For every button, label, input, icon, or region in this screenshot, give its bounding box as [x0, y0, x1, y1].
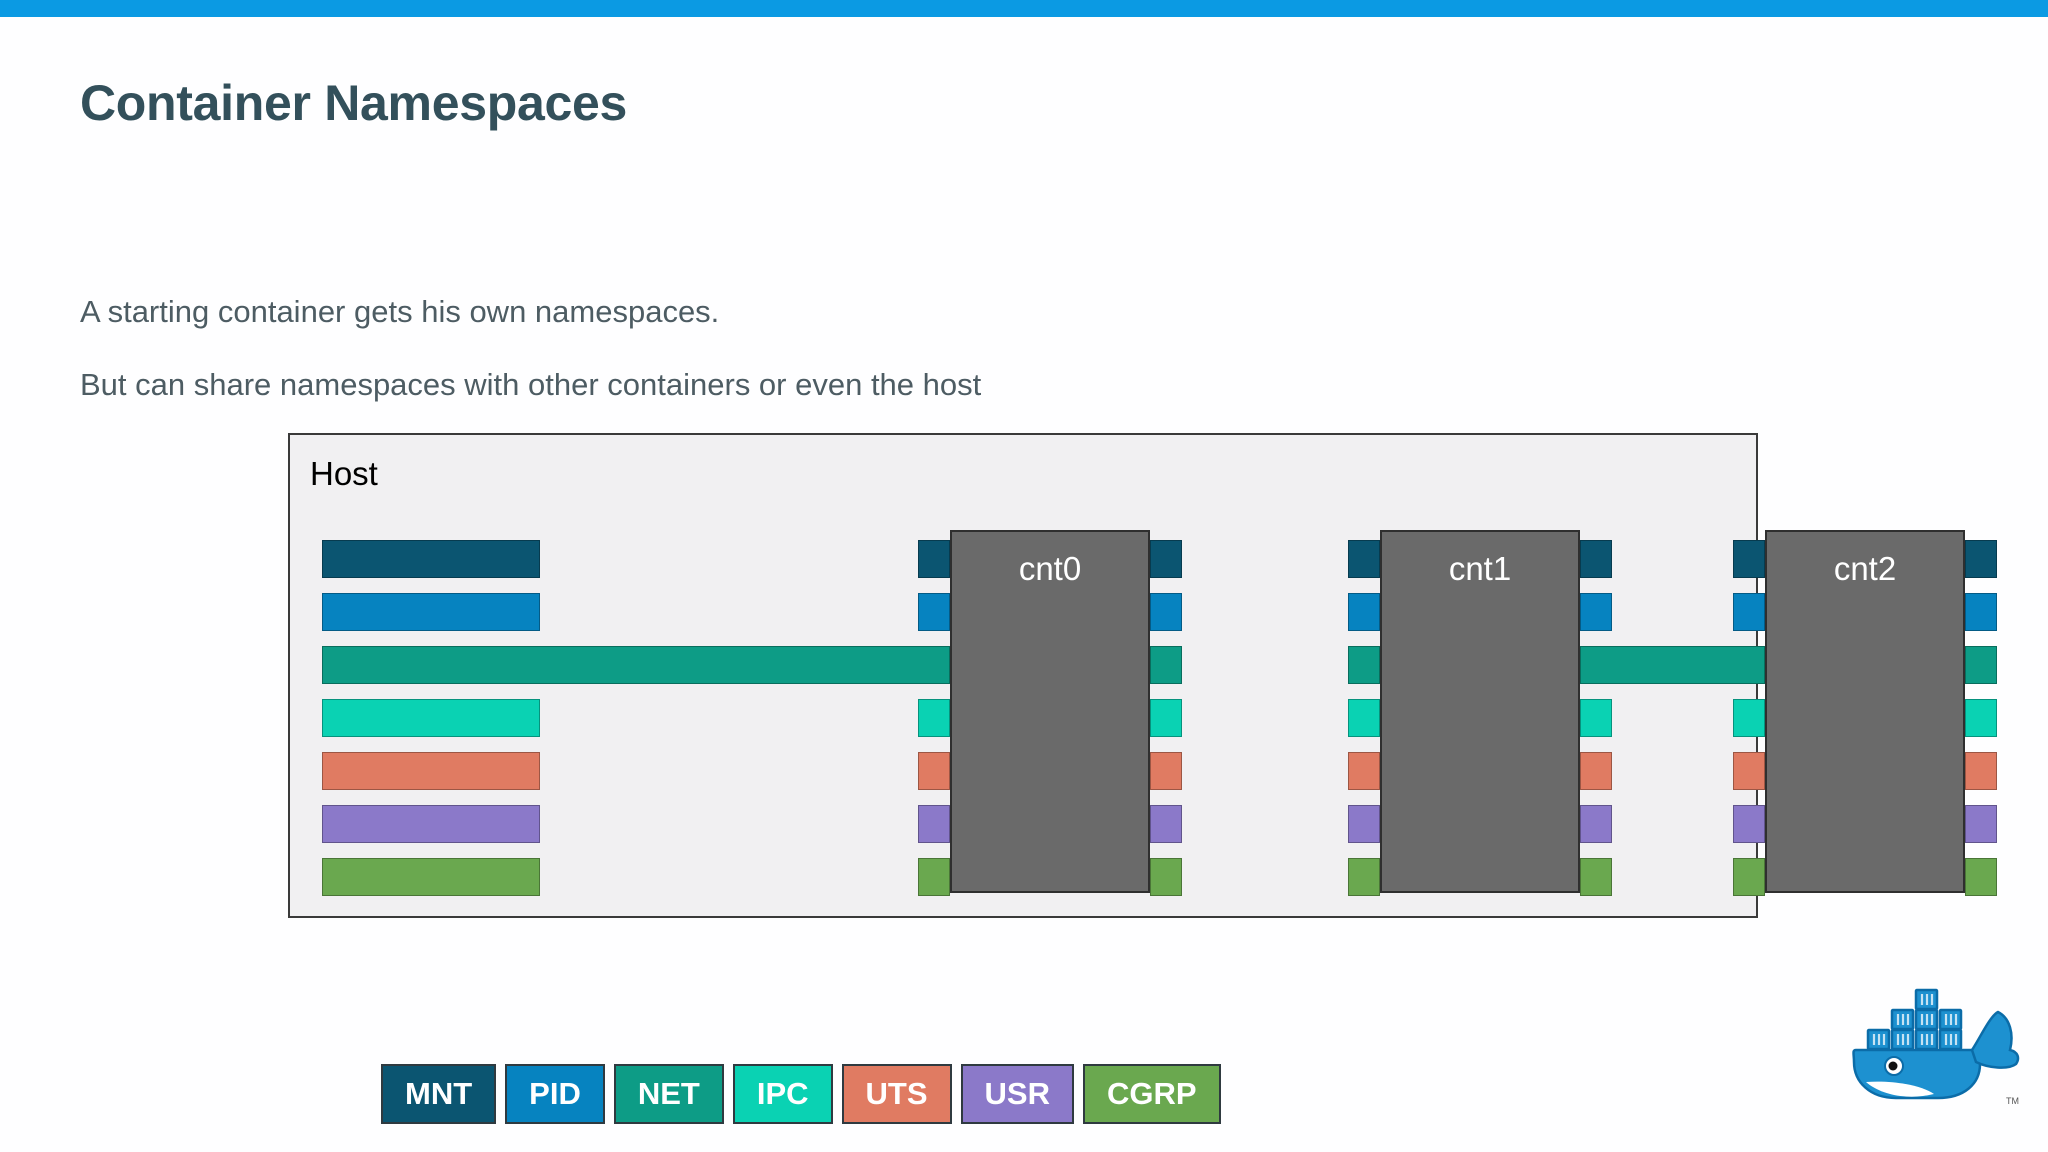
ns-segment-mnt-cnt2-right — [1965, 540, 1997, 578]
legend-item-pid[interactable]: PID — [505, 1064, 605, 1124]
ns-segment-cgrp-cnt2-right — [1965, 858, 1997, 896]
ns-segment-pid-host-block — [322, 593, 540, 631]
ns-segment-cgrp-cnt1-left — [1348, 858, 1380, 896]
body-line-2: But can share namespaces with other cont… — [80, 367, 982, 402]
trademark-text: TM — [2006, 1096, 2019, 1106]
ns-segment-pid-cnt1-right — [1580, 593, 1612, 631]
ns-segment-pid-cnt0-right — [1150, 593, 1182, 631]
container-box-cnt0[interactable]: cnt0 — [950, 530, 1150, 893]
ns-segment-net-cnt1-to-cnt2-bridge — [1580, 646, 1765, 684]
namespace-row-net — [290, 646, 1997, 684]
ns-segment-usr-cnt0-right — [1150, 805, 1182, 843]
ns-segment-pid-cnt1-left — [1348, 593, 1380, 631]
docker-whale-icon: TM — [1852, 988, 2020, 1106]
namespace-row-uts — [290, 752, 1997, 790]
ns-segment-cgrp-cnt0-left — [918, 858, 950, 896]
ns-segment-pid-cnt2-right — [1965, 593, 1997, 631]
ns-segment-mnt-cnt0-left — [918, 540, 950, 578]
ns-segment-ipc-cnt0-right — [1150, 699, 1182, 737]
ns-segment-usr-cnt2-right — [1965, 805, 1997, 843]
legend-item-mnt[interactable]: MNT — [381, 1064, 497, 1124]
ns-segment-uts-cnt0-left — [918, 752, 950, 790]
ns-segment-uts-cnt0-right — [1150, 752, 1182, 790]
ns-segment-cgrp-host-block — [322, 858, 540, 896]
ns-segment-ipc-cnt2-left — [1733, 699, 1765, 737]
ns-segment-usr-host-block — [322, 805, 540, 843]
ns-segment-uts-cnt2-right — [1965, 752, 1997, 790]
ns-segment-pid-cnt2-left — [1733, 593, 1765, 631]
ns-segment-ipc-host-block — [322, 699, 540, 737]
top-accent-bar — [0, 0, 2048, 17]
legend-item-ipc[interactable]: IPC — [732, 1064, 833, 1124]
namespace-row-ipc — [290, 699, 1997, 737]
ns-segment-cgrp-cnt1-right — [1580, 858, 1612, 896]
namespace-row-cgrp — [290, 858, 1997, 896]
namespace-row-mnt — [290, 540, 1997, 578]
ns-segment-ipc-cnt0-left — [918, 699, 950, 737]
ns-segment-net-cnt0-right — [1150, 646, 1182, 684]
ns-segment-net-host-to-cnt0-bridge — [322, 646, 950, 684]
ns-segment-uts-host-block — [322, 752, 540, 790]
ns-segment-net-cnt2-right — [1965, 646, 1997, 684]
namespace-rows: cnt0 cnt1 cnt2 — [290, 435, 1997, 916]
ns-segment-uts-cnt1-left — [1348, 752, 1380, 790]
ns-segment-ipc-cnt1-right — [1580, 699, 1612, 737]
ns-segment-mnt-cnt1-left — [1348, 540, 1380, 578]
legend-item-usr[interactable]: USR — [960, 1064, 1074, 1124]
legend-item-net[interactable]: NET — [613, 1064, 724, 1124]
ns-segment-uts-cnt2-left — [1733, 752, 1765, 790]
ns-segment-mnt-cnt0-right — [1150, 540, 1182, 578]
ns-segment-cgrp-cnt2-left — [1733, 858, 1765, 896]
page-title: Container Namespaces — [80, 75, 628, 131]
host-label: Host — [310, 455, 378, 492]
ns-segment-usr-cnt2-left — [1733, 805, 1765, 843]
ns-segment-ipc-cnt1-left — [1348, 699, 1380, 737]
ns-segment-mnt-cnt2-left — [1733, 540, 1765, 578]
container-box-cnt2[interactable]: cnt2 — [1765, 530, 1965, 893]
body-line-1: A starting container gets his own namesp… — [80, 294, 720, 329]
legend-item-uts[interactable]: UTS — [841, 1064, 952, 1124]
namespace-row-usr — [290, 805, 1997, 843]
host-diagram-box: Host cnt0 cnt1 cnt2 — [288, 433, 1997, 918]
container-box-cnt1[interactable]: cnt1 — [1380, 530, 1580, 893]
ns-segment-cgrp-cnt0-right — [1150, 858, 1182, 896]
docker-whale-logo: TM — [1838, 972, 2028, 1112]
ns-segment-mnt-host-block — [322, 540, 540, 578]
ns-segment-usr-cnt0-left — [918, 805, 950, 843]
ns-segment-ipc-cnt2-right — [1965, 699, 1997, 737]
ns-segment-usr-cnt1-left — [1348, 805, 1380, 843]
namespace-row-pid — [290, 593, 1997, 631]
ns-segment-usr-cnt1-right — [1580, 805, 1612, 843]
ns-segment-net-cnt1-left — [1348, 646, 1380, 684]
legend-item-cgrp[interactable]: CGRP — [1082, 1064, 1221, 1124]
ns-segment-uts-cnt1-right — [1580, 752, 1612, 790]
ns-segment-pid-cnt0-left — [918, 593, 950, 631]
ns-segment-mnt-cnt1-right — [1580, 540, 1612, 578]
